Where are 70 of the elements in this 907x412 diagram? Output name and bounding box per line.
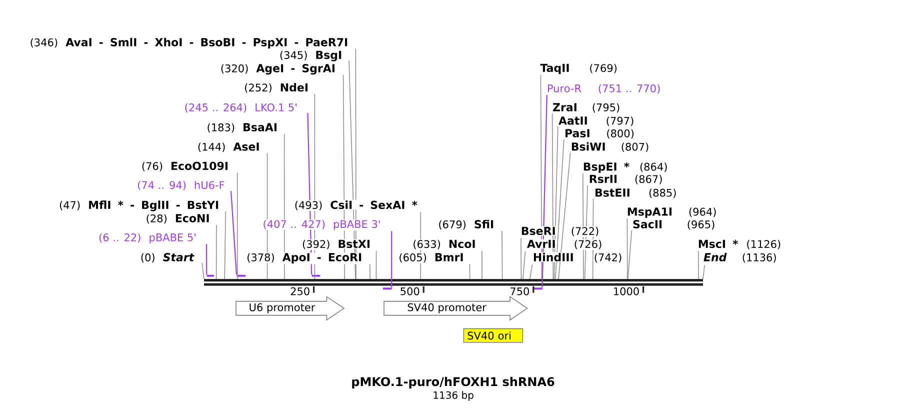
cut-site-label: (493) CsiI - SexAI * — [294, 200, 418, 211]
cut-site-label: AatII (797) — [558, 116, 635, 127]
primer-mark — [312, 274, 320, 277]
cut-site-label: (378) ApoI - EcoRI — [246, 252, 363, 264]
leader-line — [530, 264, 533, 280]
leader-line — [520, 238, 522, 280]
leader-line — [224, 211, 226, 280]
leader-line — [391, 231, 392, 288]
scale-number: 250 — [290, 287, 310, 296]
leader-line — [469, 264, 470, 280]
scale-number: 1000 — [614, 287, 639, 296]
feature-annotation: SV40 promoter — [384, 296, 528, 321]
leader-line — [206, 244, 208, 275]
leader-line — [540, 74, 542, 280]
leader-line — [698, 250, 699, 280]
cut-site-label: (633) NcoI — [412, 239, 476, 250]
cut-site-label: (28) EcoNI — [145, 214, 210, 224]
leader-line — [555, 139, 564, 280]
scale-number: 750 — [510, 287, 529, 296]
cut-site-label: HindIII (742) — [532, 252, 623, 264]
primer-label: (6 .. 22) pBABE 5' — [98, 232, 198, 244]
leader-line — [542, 94, 548, 288]
primer-mark — [534, 288, 542, 290]
cut-site-label: (392) BstXI — [301, 239, 372, 250]
cut-site-label: SacII (965) — [632, 219, 716, 230]
cut-site-label: (345) BsgI — [278, 50, 343, 62]
cut-site-label: (183) BsaAI — [206, 122, 278, 134]
sequence-backbone — [204, 279, 703, 286]
leader-line — [236, 172, 238, 280]
end-label: (0) Start — [140, 252, 195, 264]
leader-line — [702, 264, 705, 280]
leader-line — [216, 224, 217, 280]
leader-line — [522, 251, 526, 280]
cut-site-label: (76) EcoO109I — [140, 161, 230, 172]
cut-site-label: MscI * (1126) — [697, 239, 782, 250]
leader-line — [230, 190, 238, 275]
primer-label: (245 .. 264) LKO.1 5' — [184, 102, 298, 114]
primer-label: (407 .. 427) pBABE 3' — [262, 219, 382, 231]
primer-label: Puro-R (751 .. 770) — [546, 84, 662, 94]
sequence-length: 1136 bp — [434, 391, 474, 401]
end-label: End (1136) — [702, 252, 778, 264]
leader-line — [626, 218, 628, 280]
cut-site-label: (47) MflI * - BglII - BstYI — [58, 200, 220, 212]
feature-box: SV40 ori — [463, 328, 524, 343]
map-title: pMKO.1-puro/hFOXH1 shRNA6 — [352, 376, 554, 388]
primer-mark — [383, 288, 392, 290]
cut-site-label: (144) AseI — [196, 142, 260, 153]
primer-label: (74 .. 94) hU6-F — [136, 180, 226, 191]
leader-line — [376, 250, 377, 280]
cut-site-label: (320) AgeI - SgrAI — [220, 63, 336, 76]
cut-site-label: BsiWI (807) — [570, 142, 650, 153]
feature-annotation: U6 promoter — [236, 296, 345, 321]
scale-number: 500 — [400, 287, 420, 296]
leader-line — [628, 230, 632, 280]
cut-site-label: (605) BmrI — [398, 252, 464, 264]
cut-site-label: RsrII (867) — [588, 174, 664, 185]
cut-site-label: AvrII (726) — [526, 239, 603, 250]
cut-site-label: (679) SfiI — [438, 219, 495, 230]
cut-site-label: BseRI (722) — [520, 226, 600, 237]
cut-site-label: ZraI (795) — [552, 102, 621, 114]
cut-site-label: TaqII (769) — [540, 63, 618, 75]
leader-line — [558, 152, 571, 280]
primer-mark — [236, 274, 246, 277]
cut-site-label: (346) AvaI - SmlI - XhoI - BsoBI - PspXI - PaeR7I — [29, 37, 349, 50]
leader-line — [502, 230, 503, 280]
leader-line — [202, 262, 204, 280]
primer-mark — [206, 274, 214, 277]
cut-site-label: BstEII (885) — [594, 188, 678, 199]
cut-site-label: (252) NdeI — [244, 82, 310, 94]
cut-site-label: PasI (800) — [564, 128, 636, 140]
